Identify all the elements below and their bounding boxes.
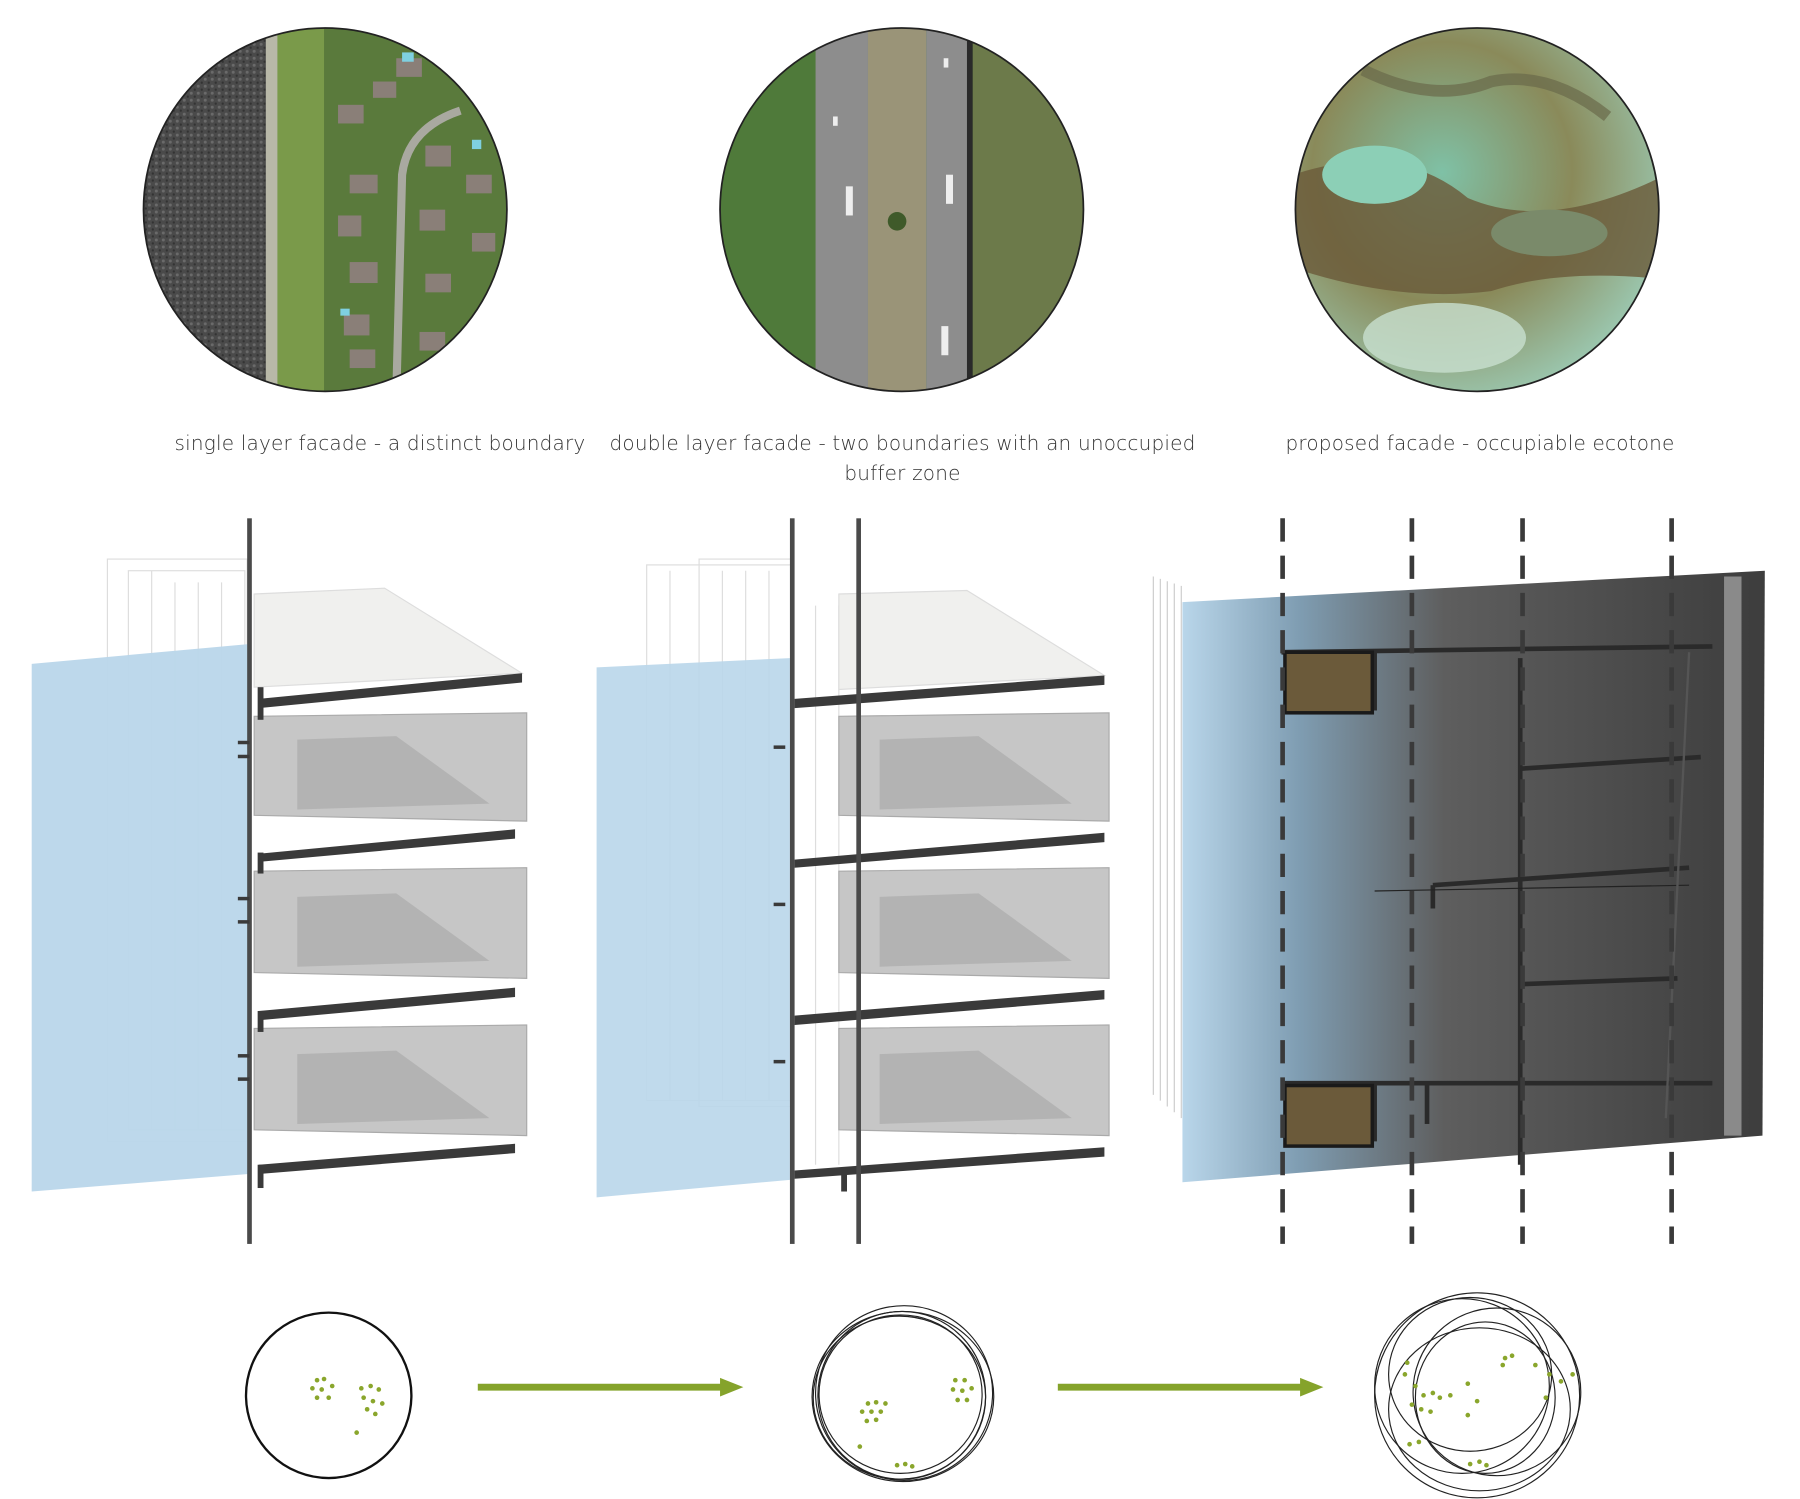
aerial-wetland-frame [1294,27,1660,393]
caption-double-layer-line1: double layer facade - two boundaries wit… [609,431,1196,455]
aerial-suburb-image [143,27,507,392]
aerial-highway-frame [719,27,1085,393]
habitat-diagram-single [244,1311,413,1480]
boundary-line [247,518,252,1244]
aerial-highway-image [720,27,1084,392]
outer-boundary-line [789,518,795,1244]
caption-single-layer: single layer facade - a distinct boundar… [174,431,586,455]
inner-boundary-line [856,518,861,1244]
habitat-diagram-double [811,1305,995,1483]
caption-double-layer-line2: buffer zone [844,461,961,485]
water-plane [596,658,790,1198]
habitat-diagram-ecotone [1374,1292,1582,1499]
aerial-wetland-image [1295,27,1659,392]
ecotone-volume [1182,570,1765,1183]
arrow-right-icon [1057,1377,1324,1397]
proposed-facade-diagram [1152,518,1765,1244]
double-layer-facade-diagram [596,518,1110,1244]
aerial-suburb-frame [142,27,508,393]
caption-proposed: proposed facade - occupiable ecotone [1285,431,1675,455]
planter-box [1283,1083,1375,1148]
single-layer-facade-diagram [31,518,528,1244]
planter-box [1283,650,1375,715]
arrow-right-icon [477,1377,744,1397]
water-plane [31,644,249,1192]
